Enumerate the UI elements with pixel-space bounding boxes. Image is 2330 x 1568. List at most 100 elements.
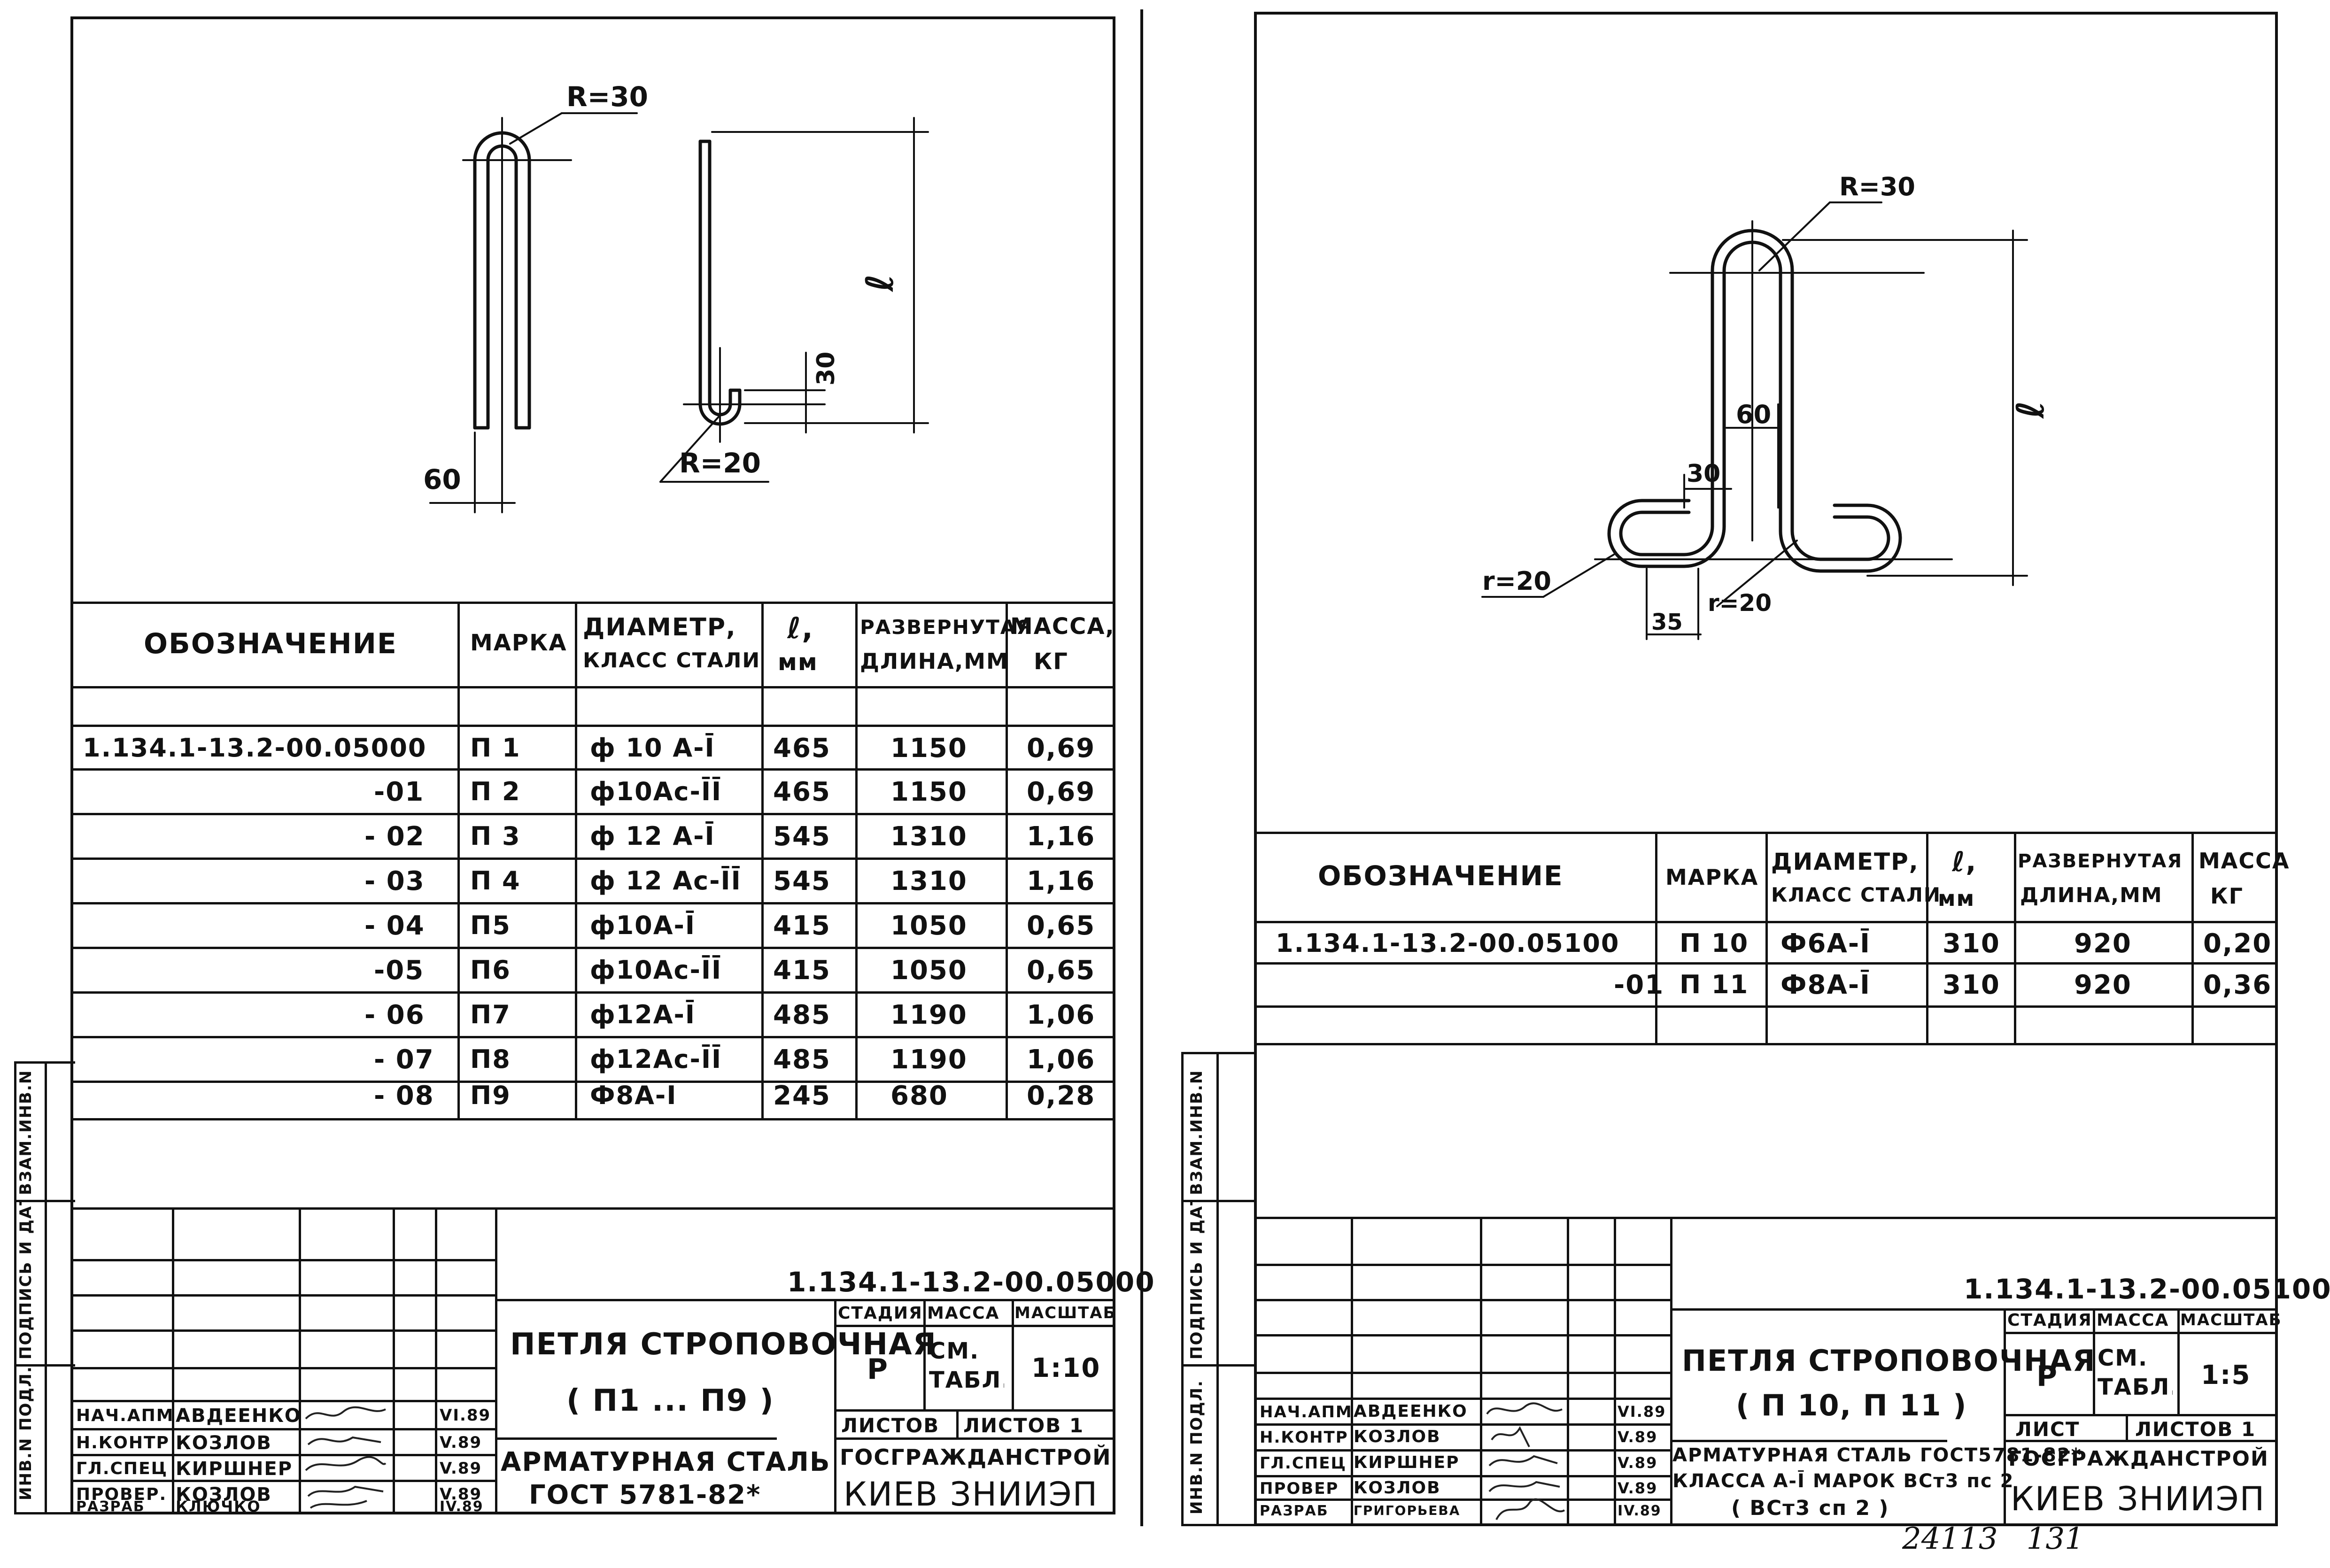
staff-name: АВДЕЕНКО bbox=[1354, 1402, 1468, 1421]
staff-date: V.89 bbox=[1618, 1428, 1658, 1446]
header-developed-2: ДЛИНА,ММ bbox=[2020, 883, 2163, 907]
right-drawing-sheet: R=30 r=20 r=20 60 30 35 ℓ ОБОЗНАЧЕНИЕ МА… bbox=[1254, 12, 2330, 1526]
row-length: 415 bbox=[773, 911, 831, 941]
row-designation: - 06 bbox=[364, 1000, 425, 1030]
row-developed: 1150 bbox=[890, 733, 968, 764]
row-mass: 1,16 bbox=[1027, 821, 1096, 852]
left-loop-drawing: R=30 R=20 60 30 ℓ bbox=[423, 81, 929, 513]
staff-role: ГЛ.СПЕЦ bbox=[76, 1459, 168, 1478]
staff-name: АВДЕЕНКО bbox=[176, 1405, 302, 1427]
sheets-total: ЛИСТОВ 1 bbox=[2135, 1418, 2256, 1441]
staff-name: КИРШНЕР bbox=[1354, 1453, 1460, 1472]
right-dim-l: ℓ bbox=[2009, 401, 2052, 419]
header-diameter-2: КЛАСС СТАЛИ bbox=[583, 649, 761, 672]
row-mark: П 10 bbox=[1680, 928, 1749, 958]
staff-name: КОЗЛОВ bbox=[1354, 1427, 1441, 1446]
sheets-label: ЛИСТОВ bbox=[841, 1414, 940, 1437]
staff-row: Н.КОНТР КОЗЛОВ V.89 bbox=[73, 1429, 495, 1455]
row-diameter: ф10Ас-ĪĪ bbox=[590, 955, 722, 985]
side-label-vzam: ВЗАМ.ИНВ.N bbox=[16, 1069, 35, 1195]
row-length: 310 bbox=[1943, 970, 2000, 1000]
org-name-2: КИЕВ ЗНИИЭП bbox=[844, 1475, 1099, 1514]
scale-value: 1:5 bbox=[2201, 1360, 2251, 1390]
row-diameter: ф 12 Ас-ĪĪ bbox=[590, 866, 742, 896]
header-diameter-2: КЛАСС СТАЛИ bbox=[1771, 883, 1941, 906]
row-length: 545 bbox=[773, 821, 831, 852]
material-line-3: ( ВСт3 сп 2 ) bbox=[1731, 1496, 1889, 1520]
row-mark: П 11 bbox=[1680, 970, 1749, 999]
left-spec-table: ОБОЗНАЧЕНИЕ МАРКА ДИАМЕТР, КЛАСС СТАЛИ ℓ… bbox=[73, 602, 1115, 1111]
row-diameter: ф12Ас-ĪĪ bbox=[590, 1044, 722, 1074]
row-developed: 1150 bbox=[890, 777, 968, 807]
staff-date: VI.89 bbox=[1618, 1403, 1666, 1421]
doc-number: 1.134.1-13.2-00.05000 bbox=[787, 1266, 1155, 1298]
row-designation: -05 bbox=[374, 955, 425, 986]
stage-value: Р bbox=[867, 1353, 889, 1386]
header-length-2: мм bbox=[1938, 886, 1975, 911]
side-label-inv: ИНВ.N ПОДЛ. bbox=[1187, 1380, 1206, 1514]
row-diameter: Ф6А-Ī bbox=[1780, 928, 1871, 959]
header-length-2: мм bbox=[778, 649, 818, 676]
row-mark: П 3 bbox=[470, 821, 521, 851]
header-mass-1: МАССА, bbox=[1010, 613, 1115, 640]
staff-date: V.89 bbox=[440, 1459, 482, 1478]
row-designation: 1.134.1-13.2-00.05000 bbox=[83, 733, 427, 763]
signatures bbox=[305, 1406, 387, 1509]
table-row: - 02 П 3 ф 12 А-Ī 545 1310 1,16 bbox=[73, 813, 1114, 857]
side-label-sign: ПОДПИСЬ И ДАТА bbox=[1187, 1200, 1206, 1359]
header-mass-1: МАССА bbox=[2198, 848, 2290, 873]
stage-value: Р bbox=[2036, 1360, 2058, 1393]
table-row: -01 П 11 Ф8А-Ī 310 920 0,36 bbox=[1257, 962, 2276, 1005]
header-length-1: ℓ, bbox=[787, 611, 814, 645]
table-row: - 04 П5 ф10А-Ī 415 1050 0,65 bbox=[73, 902, 1114, 947]
header-mark: МАРКА bbox=[1665, 865, 1759, 890]
header-designation: ОБОЗНАЧЕНИЕ bbox=[144, 627, 397, 660]
row-length: 310 bbox=[1943, 928, 2000, 959]
left-dim-l: ℓ bbox=[858, 274, 902, 293]
staff-row: РАЗРАБ КЛЮЧКО IV.89 bbox=[73, 1498, 495, 1524]
table-row: - 07 П8 ф12Ас-ĪĪ 485 1190 1,06 bbox=[73, 1036, 1114, 1081]
staff-row: Н.КОНТР КОЗЛОВ V.89 bbox=[1257, 1425, 1670, 1450]
staff-role: РАЗРАБ bbox=[76, 1498, 145, 1515]
row-mark: П6 bbox=[470, 955, 511, 985]
row-developed: 1190 bbox=[890, 1044, 968, 1075]
row-length: 245 bbox=[773, 1081, 831, 1111]
doc-number: 1.134.1-13.2-00.05100 bbox=[1964, 1273, 2330, 1305]
row-mass: 0,65 bbox=[1027, 955, 1096, 986]
staff-row: РАЗРАБ ГРИГОРЬЕВА IV.89 bbox=[1257, 1500, 1670, 1523]
header-mass-2: КГ bbox=[1034, 649, 1068, 675]
side-label-vzam: ВЗАМ.ИНВ.N bbox=[1187, 1069, 1206, 1195]
staff-row: НАЧ.АПМ АВДЕЕНКО VI.89 bbox=[73, 1402, 495, 1428]
row-mass: 0,28 bbox=[1027, 1081, 1096, 1111]
table-row: 1.134.1-13.2-00.05100 П 10 Ф6А-Ī 310 920… bbox=[1257, 921, 2276, 962]
row-mark: П 4 bbox=[470, 866, 521, 896]
mass-label: МАССА bbox=[927, 1304, 1000, 1323]
staff-date: V.89 bbox=[1618, 1454, 1658, 1472]
staff-date: V.89 bbox=[440, 1433, 482, 1452]
side-label-inv: ИНВ.N ПОДЛ. bbox=[16, 1366, 35, 1500]
header-developed-2: ДЛИНА,ММ bbox=[860, 649, 1009, 674]
page-divider bbox=[1140, 9, 1143, 1526]
drawing-subtitle: ( П 10, П 11 ) bbox=[1736, 1388, 1967, 1422]
right-r20-left-label: r=20 bbox=[1482, 566, 1551, 596]
row-length: 485 bbox=[773, 1000, 831, 1030]
staff-name: КЛЮЧКО bbox=[176, 1498, 261, 1515]
row-diameter: Ф8А-Ī bbox=[590, 1081, 677, 1110]
material-line-1: АРМАТУРНАЯ СТАЛЬ bbox=[501, 1447, 831, 1477]
table-row: -01 П 2 ф10Ас-ĪĪ 465 1150 0,69 bbox=[73, 768, 1114, 813]
staff-role: НАЧ.АПМ bbox=[76, 1406, 174, 1425]
header-mass-2: КГ bbox=[2210, 883, 2244, 909]
row-length: 415 bbox=[773, 955, 831, 986]
row-developed: 1050 bbox=[890, 911, 968, 941]
staff-name: КОЗЛОВ bbox=[176, 1432, 272, 1454]
row-length: 465 bbox=[773, 777, 831, 807]
drawing-subtitle: ( П1 ... П9 ) bbox=[566, 1383, 774, 1418]
scale-label: МАСШТАБ bbox=[1014, 1304, 1116, 1322]
left-drawing-sheet: R=30 R=20 60 30 ℓ ОБОЗНАЧЕНИЕ МАРКА ДИАМ… bbox=[70, 16, 1154, 1515]
header-developed-1: РАЗВЕРНУТАЯ bbox=[860, 616, 1033, 639]
staff-role: Н.КОНТР bbox=[76, 1433, 170, 1452]
header-developed-1: РАЗВЕРНУТАЯ bbox=[2018, 850, 2183, 872]
row-designation: 1.134.1-13.2-00.05100 bbox=[1276, 928, 1620, 958]
row-mass: 1,06 bbox=[1027, 1044, 1096, 1075]
row-mark: П 2 bbox=[470, 777, 521, 806]
